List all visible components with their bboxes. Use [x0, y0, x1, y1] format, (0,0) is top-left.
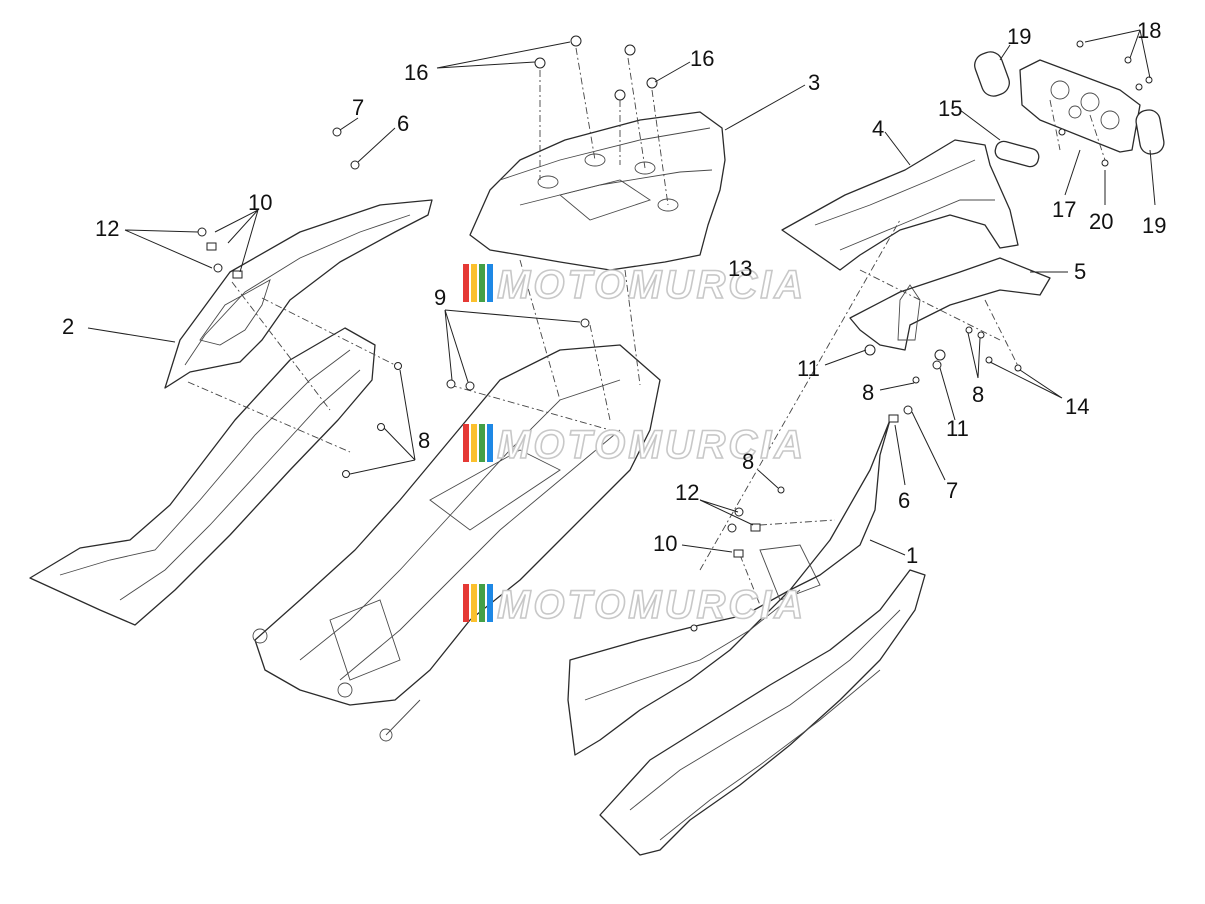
callout-11: 11	[797, 356, 820, 381]
watermark-stripe	[479, 424, 485, 462]
watermark-text: MOTOMURCIA	[497, 263, 806, 307]
watermark-stripe	[471, 424, 477, 462]
watermark-stripe	[487, 264, 493, 302]
watermark-text: MOTOMURCIA	[497, 583, 806, 627]
callout-16: 16	[690, 46, 714, 71]
callout-6: 6	[898, 488, 910, 513]
callout-9: 9	[434, 285, 446, 310]
watermark-stripe	[471, 264, 477, 302]
callout-2: 2	[62, 314, 74, 339]
callout-19: 19	[1142, 213, 1166, 238]
part-plate-light	[994, 140, 1040, 168]
watermark-stripe	[487, 584, 493, 622]
callout-7: 7	[352, 95, 364, 120]
callout-8: 8	[862, 380, 874, 405]
callout-10: 10	[653, 531, 677, 556]
callout-4: 4	[872, 116, 884, 141]
part-plate-holder-arm	[781, 139, 1019, 271]
watermark-stripe	[463, 424, 469, 462]
part-reflector-left	[974, 51, 1010, 97]
callout-15: 15	[938, 96, 962, 121]
callout-19: 19	[1007, 24, 1031, 49]
watermark-stripe	[487, 424, 493, 462]
watermark-stripe	[479, 584, 485, 622]
part-reflector-right	[1135, 109, 1165, 155]
callout-8: 8	[972, 382, 984, 407]
callout-7: 7	[946, 478, 958, 503]
part-bracket	[849, 257, 1051, 351]
callout-8: 8	[742, 449, 754, 474]
callout-20: 20	[1089, 209, 1113, 234]
part-right-lower-fairing	[599, 569, 926, 856]
part-tail-unit	[469, 111, 726, 271]
watermark-stripe	[471, 584, 477, 622]
leader-lines	[87, 29, 1156, 556]
callout-14: 14	[1065, 394, 1089, 419]
fasteners	[197, 35, 1153, 632]
part-right-tail-cover	[567, 419, 891, 756]
part-rear-subframe	[252, 344, 661, 742]
watermark-bottom: MOTOMURCIA	[463, 582, 806, 628]
callout-3: 3	[808, 70, 820, 95]
callout-16: 16	[404, 60, 428, 85]
callout-6: 6	[397, 111, 409, 136]
callout-8: 8	[418, 428, 430, 453]
callout-11: 11	[946, 416, 969, 441]
watermark-stripe	[463, 264, 469, 302]
watermark-stripe	[479, 264, 485, 302]
callout-10: 10	[248, 190, 272, 215]
watermark-top: MOTOMURCIA	[463, 262, 806, 308]
callout-labels: 1 2 3 4 5 6 6 7 7 8 8 8 8 9 10 10 11 11 …	[62, 18, 1166, 568]
callout-5: 5	[1074, 259, 1086, 284]
callout-12: 12	[675, 480, 699, 505]
part-left-lower-fairing	[29, 327, 376, 626]
callout-12: 12	[95, 216, 119, 241]
callout-17: 17	[1052, 197, 1076, 222]
watermark-text: MOTOMURCIA	[497, 423, 806, 467]
callout-13: 13	[728, 256, 752, 281]
callout-1: 1	[906, 543, 918, 568]
callout-18: 18	[1137, 18, 1161, 43]
assembly-lines	[187, 47, 1106, 606]
watermark-middle: MOTOMURCIA	[463, 422, 806, 468]
watermark-stripe	[463, 584, 469, 622]
part-plate-frame	[1019, 59, 1141, 153]
